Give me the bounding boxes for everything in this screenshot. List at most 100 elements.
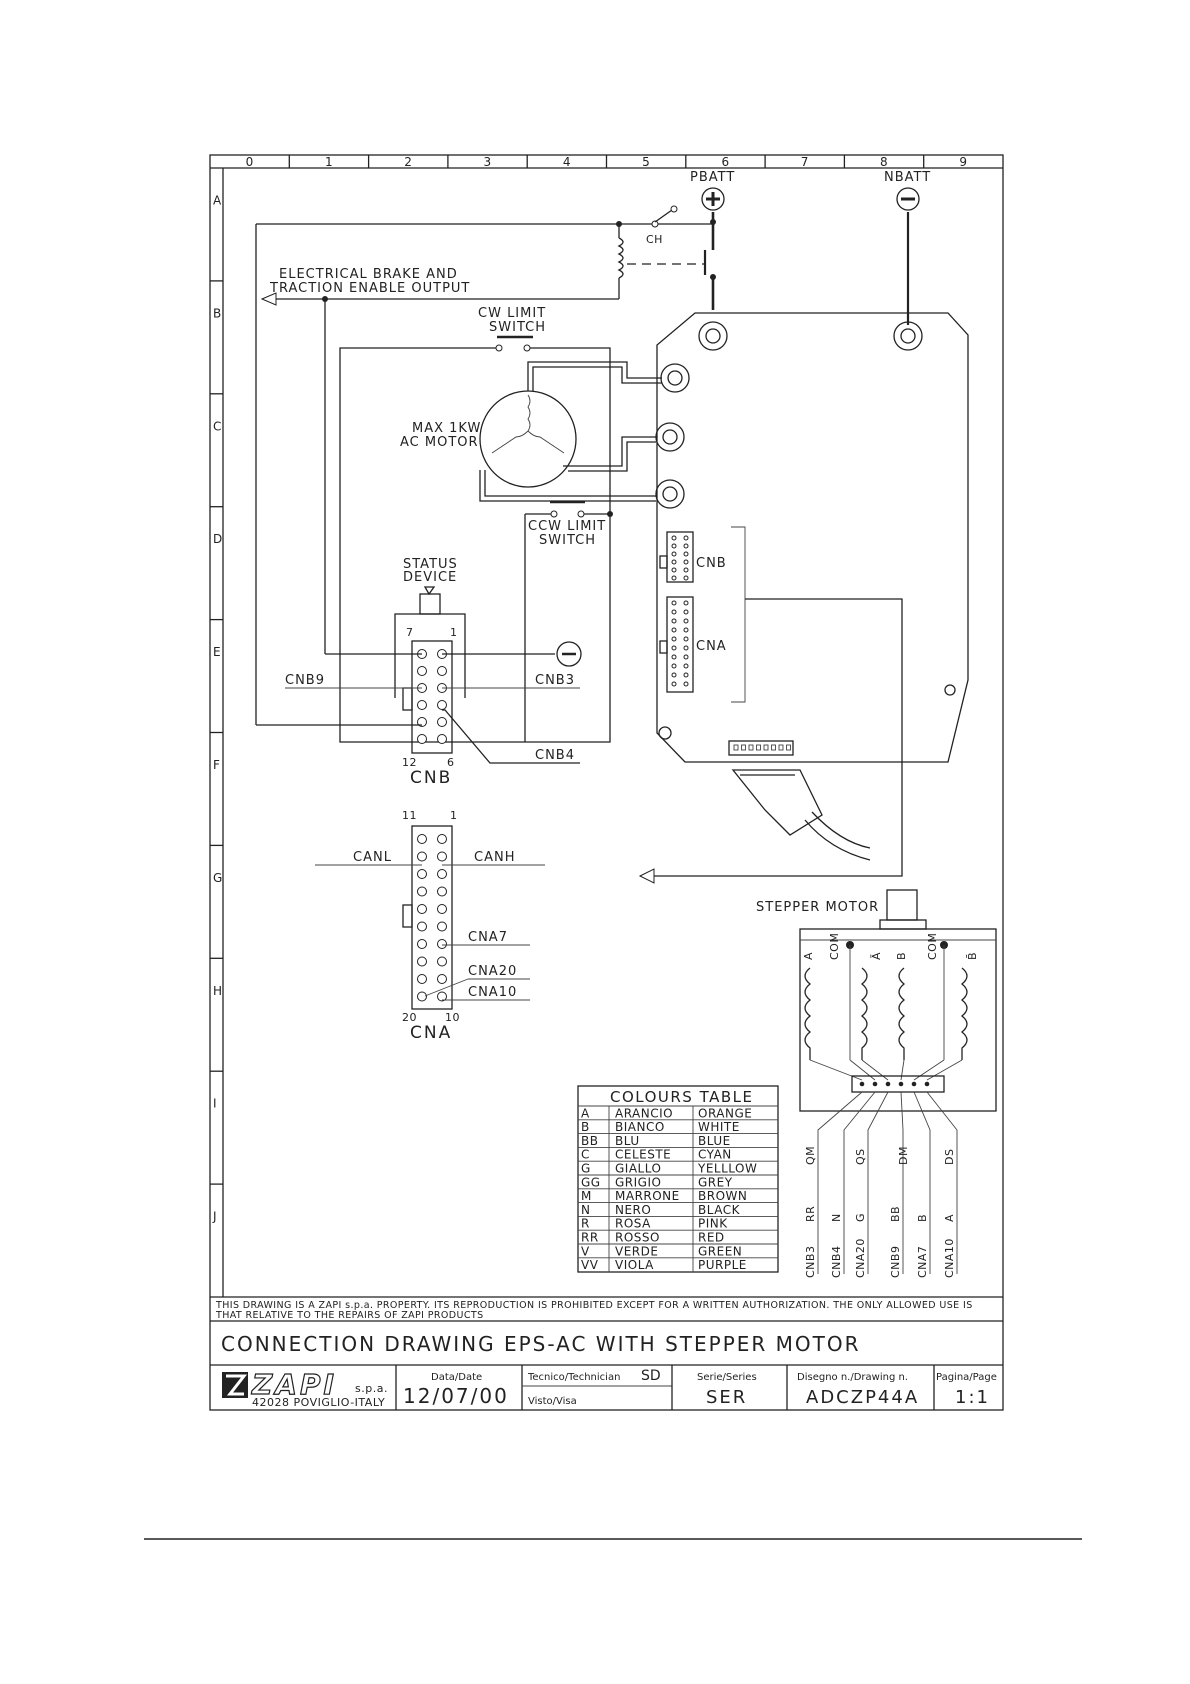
notice-line-1: THIS DRAWING IS A ZAPI s.p.a. PROPERTY. … xyxy=(215,1300,973,1311)
ctrl-cna-pin xyxy=(683,627,689,633)
company-name: ZAPI xyxy=(251,1368,337,1401)
colour-table-cell: VIOLA xyxy=(615,1258,654,1272)
column-label: 6 xyxy=(721,155,729,169)
wire-connector-label: CNB4 xyxy=(830,1246,843,1278)
ctrl-cna-pin xyxy=(683,681,689,687)
plug-pin xyxy=(786,744,791,751)
ctrl-cna-pin xyxy=(671,618,677,624)
cnb-title: CNB xyxy=(410,768,452,788)
cna-title: CNA xyxy=(410,1023,452,1043)
cnb-pin1-label: 1 xyxy=(450,626,458,639)
colour-table-cell: NERO xyxy=(615,1203,651,1217)
ctrl-cnb-pin xyxy=(683,543,689,549)
ac-motor: MAX 1KW AC MOTOR xyxy=(400,390,577,488)
column-label: 3 xyxy=(484,155,492,169)
wire-colour-label: N xyxy=(830,1213,843,1222)
ctrl-cna-pin xyxy=(683,645,689,651)
wire-connector-label: CNA7 xyxy=(916,1246,929,1278)
stepper-pin xyxy=(924,1081,930,1087)
ctrl-cnb-pin xyxy=(683,567,689,573)
coil-terminal-label: COM xyxy=(926,933,939,960)
stepper-label: STEPPER MOTOR xyxy=(756,900,879,915)
technician-label: Tecnico/Technician xyxy=(527,1372,620,1383)
colour-table-cell: ORANGE xyxy=(698,1106,752,1120)
coil-terminal-label: B xyxy=(895,952,908,960)
stepper-pin xyxy=(859,1081,865,1087)
status-label-2: DEVICE xyxy=(403,570,457,585)
terminal-positive xyxy=(698,321,728,351)
column-label: 4 xyxy=(563,155,571,169)
cna-pin xyxy=(437,956,447,967)
wire-connector-label: CNB3 xyxy=(804,1246,817,1278)
colour-table-cell: PINK xyxy=(698,1217,728,1231)
ctrl-cna-pin xyxy=(671,681,677,687)
plug-pin xyxy=(763,744,769,751)
column-label: 5 xyxy=(642,155,650,169)
cna-pin xyxy=(437,921,447,932)
cna-pin xyxy=(417,851,427,862)
title-block: THIS DRAWING IS A ZAPI s.p.a. PROPERTY. … xyxy=(210,1296,1003,1410)
colour-table-cell: C xyxy=(581,1148,590,1162)
company-suffix: s.p.a. xyxy=(355,1382,388,1395)
ctrl-cna-pin xyxy=(683,618,689,624)
wire-signal-label: DM xyxy=(897,1146,910,1165)
page-value: 1:1 xyxy=(955,1387,990,1408)
ctrl-cna-pin xyxy=(671,672,677,678)
row-label: C xyxy=(213,419,221,433)
row-label: D xyxy=(213,532,222,546)
cna-pin11-label: 11 xyxy=(402,809,417,822)
stepper-coil xyxy=(804,967,812,1060)
controller-plug xyxy=(728,740,871,861)
colour-table-cell: GREEN xyxy=(698,1244,742,1258)
ctrl-cnb-pin xyxy=(671,575,677,581)
cna-pin xyxy=(437,974,447,984)
ctrl-cna-pin xyxy=(683,663,689,669)
colour-table-cell: BB xyxy=(581,1134,598,1148)
pbatt-terminal: PBATT xyxy=(690,170,734,211)
terminal-w xyxy=(655,479,685,509)
ctrl-cnb-pin xyxy=(683,551,689,557)
cna-connector: 11 1 20 10 CNA xyxy=(402,809,460,1043)
date-label: Data/Date xyxy=(431,1372,482,1383)
cnb-pin xyxy=(437,666,447,676)
colour-table-cell: VERDE xyxy=(615,1244,658,1258)
colour-table-cell: MARRONE xyxy=(615,1189,680,1203)
colour-table-cell: N xyxy=(581,1203,590,1217)
status-label-1: STATUS xyxy=(403,557,458,572)
ctrl-cnb-label: CNB xyxy=(696,556,727,571)
ccw-label-1: CCW LIMIT xyxy=(528,519,606,534)
colour-table-cell: GREY xyxy=(698,1175,733,1189)
technician-value: SD xyxy=(641,1368,661,1384)
brake-relay-coil xyxy=(617,224,716,310)
cna-pin xyxy=(417,921,427,932)
coil-terminal-label: A xyxy=(802,952,815,960)
eps-ac-controller xyxy=(656,312,969,763)
drawing-number-label: Disegno n./Drawing n. xyxy=(797,1372,908,1383)
column-label: 0 xyxy=(246,155,254,169)
row-label: J xyxy=(212,1210,217,1224)
ctrl-cna-pin xyxy=(671,627,677,633)
series-value: SER xyxy=(706,1387,747,1408)
colour-table-cell: ARANCIO xyxy=(615,1106,673,1120)
nbatt-terminal: NBATT xyxy=(884,170,931,325)
wire-colour-label: BB xyxy=(889,1206,902,1222)
wire-colour-label: B xyxy=(916,1214,929,1222)
wire-colour-label: A xyxy=(943,1214,956,1222)
ctrl-cna-pin xyxy=(671,663,677,669)
stepper-pin xyxy=(872,1081,878,1087)
cna-pin20-label: 20 xyxy=(402,1011,417,1024)
ccw-limit-switch: CCW LIMIT SWITCH xyxy=(524,500,613,742)
ctrl-cnb-pin xyxy=(671,551,677,557)
colour-table-cell: WHITE xyxy=(698,1120,740,1134)
colour-table-cell: GRIGIO xyxy=(615,1175,661,1189)
company-address: 42028 POVIGLIO-ITALY xyxy=(252,1396,385,1409)
nbatt-label: NBATT xyxy=(884,170,931,185)
cnb-pin12-label: 12 xyxy=(402,756,417,769)
ctrl-cnb-pin xyxy=(671,535,677,541)
row-label: A xyxy=(213,193,222,207)
series-label: Serie/Series xyxy=(697,1372,757,1383)
